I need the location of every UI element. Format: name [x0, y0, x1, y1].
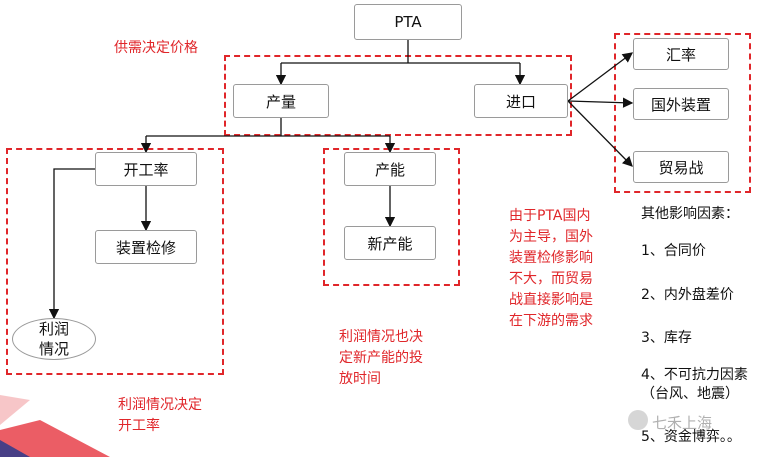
node-foreign-plants: 国外装置	[633, 88, 729, 120]
node-import: 进口	[474, 84, 568, 118]
operating-factors-region	[6, 148, 224, 375]
note-pta-domestic: 由于PTA国内 为主导，国外 装置检修影响 不大，而贸易 战直接影响是 在下游的…	[509, 208, 593, 329]
watermark-logo-icon	[628, 410, 648, 430]
other-factor-item: 3、库存	[641, 330, 692, 346]
other-factors-title: 其他影响因素：	[641, 206, 739, 222]
node-new-capacity: 新产能	[344, 226, 436, 260]
note-profit-capacity: 利润情况也决 定新产能的投 放时间	[339, 329, 423, 387]
other-factor-item: 5、资金博弈。。	[641, 429, 741, 445]
node-pta: PTA	[354, 4, 462, 40]
other-factor-item: 4、不可抗力因素 （台风、地震）	[641, 367, 748, 402]
node-operating-rate: 开工率	[95, 152, 197, 186]
node-trade-war: 贸易战	[633, 151, 729, 183]
other-factor-item: 2、内外盘差价	[641, 287, 734, 303]
watermark-text: 七禾上海	[652, 414, 713, 432]
node-output: 产量	[233, 84, 329, 118]
node-profit-label: 利润 情况	[38, 320, 69, 358]
node-capacity: 产能	[344, 152, 436, 186]
node-profit: 利润 情况	[12, 318, 96, 360]
node-exchange-rate: 汇率	[633, 38, 729, 70]
other-factors-panel: 其他影响因素： 1、合同价 2、内外盘差价 3、库存 4、不可抗力因素 （台风、…	[641, 202, 777, 445]
note-profit-operating: 利润情况决定 开工率	[118, 397, 202, 434]
other-factor-item: 1、合同价	[641, 243, 706, 259]
note-supply-demand: 供需决定价格	[114, 40, 198, 56]
node-maintenance: 装置检修	[95, 230, 197, 264]
